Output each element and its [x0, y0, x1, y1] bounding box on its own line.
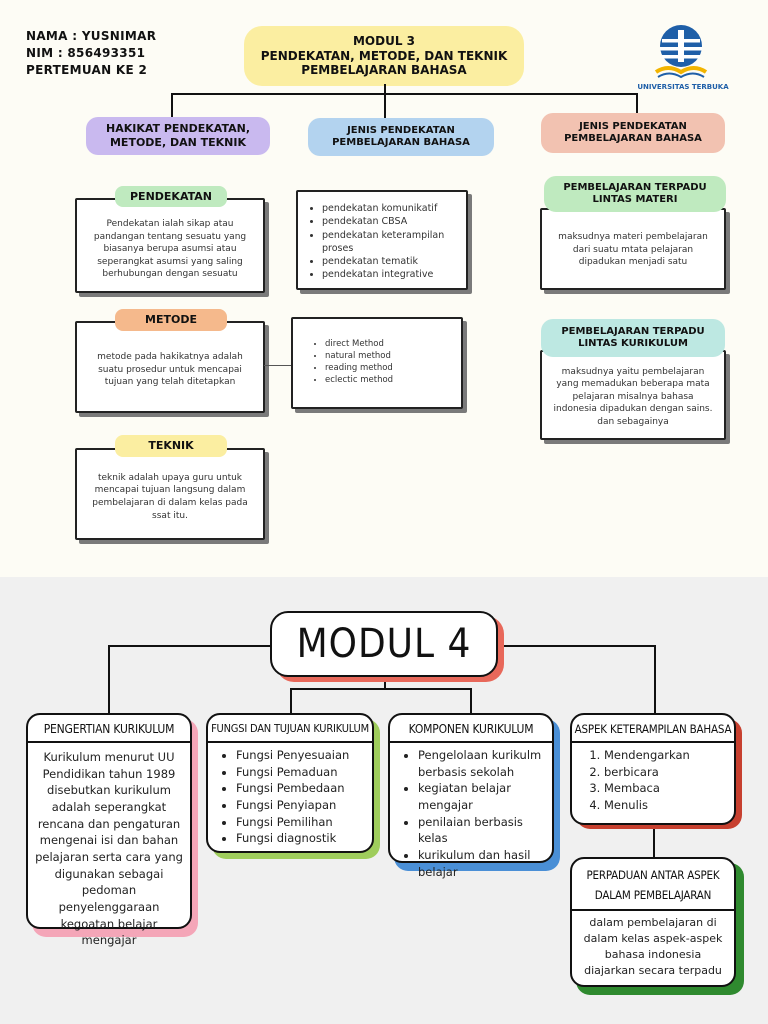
- connector-line: [171, 93, 638, 95]
- modul3-title: MODUL 3 PENDEKATAN, METODE, DAN TEKNIK P…: [244, 26, 524, 86]
- lintas-materi-label: PEMBELAJARAN TERPADU LINTAS MATERI: [544, 176, 726, 212]
- list-item: natural method: [325, 351, 453, 363]
- connector-line: [654, 645, 656, 715]
- lintas-kurikulum-box: maksudnya yaitu pembelajaran yang memadu…: [540, 350, 726, 440]
- branch-hakikat-title: HAKIKAT PENDEKATAN, METODE, DAN TEKNIK: [86, 117, 270, 155]
- modul3-title-line3: PEMBELAJARAN BAHASA: [301, 63, 467, 78]
- perpaduan-box: PERPADUAN ANTAR ASPEK DALAM PEMBELAJARAN…: [570, 857, 736, 987]
- connector-line: [636, 93, 638, 115]
- list-item: Fungsi Pembedaan: [236, 780, 364, 797]
- list-item: pendekatan tematik: [322, 255, 458, 268]
- connector-line: [496, 645, 656, 647]
- list-item: pendekatan komunikatif: [322, 202, 458, 215]
- approach-list: pendekatan komunikatifpendekatan CBSApen…: [306, 202, 458, 282]
- aspek-divider: [572, 741, 734, 743]
- list-item: kegiatan belajar mengajar: [418, 780, 544, 813]
- university-logo: UNIVERSITAS TERBUKA: [637, 24, 729, 94]
- fungsi-title: FUNGSI DAN TUJUAN KURIKULUM: [211, 722, 369, 735]
- list-item: direct Method: [325, 339, 453, 351]
- student-name: NAMA : YUSNIMAR: [26, 29, 157, 43]
- list-item: Fungsi Penyiapan: [236, 797, 364, 814]
- komponen-list: Pengelolaan kurikulm berbasis sekolahkeg…: [402, 747, 544, 880]
- pendekatan-box: Pendekatan ialah sikap atau pandangan te…: [75, 198, 265, 293]
- list-item: kurikulum dan hasil belajar: [418, 847, 544, 880]
- list-item: Fungsi Pemilihan: [236, 814, 364, 831]
- metode-box: metode pada hakikatnya adalah suatu pros…: [75, 321, 265, 413]
- connector-line: [108, 645, 272, 647]
- lintas-kurikulum-label: PEMBELAJARAN TERPADU LINTAS KURIKULUM: [541, 319, 725, 357]
- list-item: Fungsi diagnostik: [236, 830, 364, 847]
- pendekatan-label: PENDEKATAN: [115, 186, 227, 207]
- connector-line: [384, 84, 386, 94]
- komponen-divider: [390, 741, 552, 743]
- list-item: Membaca: [604, 780, 726, 797]
- list-item: eclectic method: [325, 375, 453, 387]
- list-item: Fungsi Penyesuaian: [236, 747, 364, 764]
- aspek-box: ASPEK KETERAMPILAN BAHASA Mendengarkanbe…: [570, 713, 736, 825]
- fungsi-box: FUNGSI DAN TUJUAN KURIKULUM Fungsi Penye…: [206, 713, 374, 853]
- list-item: pendekatan CBSA: [322, 215, 458, 228]
- list-item: pendekatan integrative: [322, 268, 458, 281]
- connector-line: [108, 645, 110, 715]
- method-list: direct Methodnatural methodreading metho…: [301, 339, 453, 387]
- perpaduan-title: PERPADUAN ANTAR ASPEK DALAM PEMBELAJARAN: [586, 868, 720, 902]
- list-item: penilaian berbasis kelas: [418, 814, 544, 847]
- pengertian-divider: [28, 741, 190, 743]
- university-logo-caption: UNIVERSITAS TERBUKA: [637, 83, 729, 91]
- connector-line: [384, 93, 386, 120]
- branch-jenis-title: JENIS PENDEKATAN PEMBELAJARAN BAHASA: [308, 118, 494, 156]
- modul4-section: MODUL 4 PENGERTIAN KURIKULUM Kurikulum m…: [0, 577, 768, 1024]
- list-item: berbicara: [604, 764, 726, 781]
- modul4-title: MODUL 4: [270, 611, 498, 677]
- aspek-title: ASPEK KETERAMPILAN BAHASA: [574, 722, 732, 736]
- approach-list-box: pendekatan komunikatifpendekatan CBSApen…: [296, 190, 468, 290]
- teknik-box: teknik adalah upaya guru untuk mencapai …: [75, 448, 265, 540]
- pengertian-box: PENGERTIAN KURIKULUM Kurikulum menurut U…: [26, 713, 192, 947]
- aspek-list-container: MendengarkanberbicaraMembacaMenulis: [584, 747, 726, 814]
- perpaduan-divider: [572, 909, 734, 911]
- connector-line: [264, 365, 292, 366]
- meeting-number: PERTEMUAN KE 2: [26, 63, 148, 77]
- komponen-list-container: Pengelolaan kurikulm berbasis sekolahkeg…: [402, 747, 544, 880]
- list-item: Menulis: [604, 797, 726, 814]
- connector-line: [171, 93, 173, 120]
- modul3-section: NAMA : YUSNIMAR NIM : 856493351 PERTEMUA…: [0, 0, 768, 577]
- list-item: reading method: [325, 363, 453, 375]
- university-logo-icon: [654, 25, 708, 79]
- connector-line: [384, 675, 386, 689]
- list-item: Fungsi Pemaduan: [236, 764, 364, 781]
- fungsi-list-container: Fungsi PenyesuaianFungsi PemaduanFungsi …: [220, 747, 364, 847]
- connector-line: [290, 688, 292, 715]
- modul3-title-line1: MODUL 3: [352, 34, 416, 49]
- modul3-title-line2: PENDEKATAN, METODE, DAN TEKNIK: [260, 48, 508, 63]
- pengertian-text: Kurikulum menurut UU Pendidikan tahun 19…: [35, 750, 183, 948]
- fungsi-divider: [208, 741, 372, 743]
- aspek-list: MendengarkanberbicaraMembacaMenulis: [584, 747, 726, 814]
- komponen-box: KOMPONEN KURIKULUM Pengelolaan kurikulm …: [388, 713, 554, 879]
- list-item: Mendengarkan: [604, 747, 726, 764]
- teknik-label: TEKNIK: [115, 435, 227, 457]
- connector-line: [470, 688, 472, 715]
- connector-line: [290, 688, 472, 690]
- list-item: Pengelolaan kurikulm berbasis sekolah: [418, 747, 544, 780]
- method-list-box: direct Methodnatural methodreading metho…: [291, 317, 463, 409]
- list-item: pendekatan keterampilan proses: [322, 229, 458, 256]
- pengertian-title: PENGERTIAN KURIKULUM: [43, 722, 175, 736]
- student-nim: NIM : 856493351: [26, 46, 146, 60]
- komponen-title: KOMPONEN KURIKULUM: [408, 722, 534, 736]
- fungsi-list: Fungsi PenyesuaianFungsi PemaduanFungsi …: [220, 747, 364, 847]
- connector-line: [653, 825, 655, 857]
- branch-jenis-terpadu-title: JENIS PENDEKATAN PEMBELAJARAN BAHASA: [541, 113, 725, 153]
- metode-label: METODE: [115, 309, 227, 331]
- lintas-materi-box: maksudnya materi pembelajaran dari suatu…: [540, 208, 726, 290]
- perpaduan-text: dalam pembelajaran di dalam kelas aspek-…: [583, 916, 723, 977]
